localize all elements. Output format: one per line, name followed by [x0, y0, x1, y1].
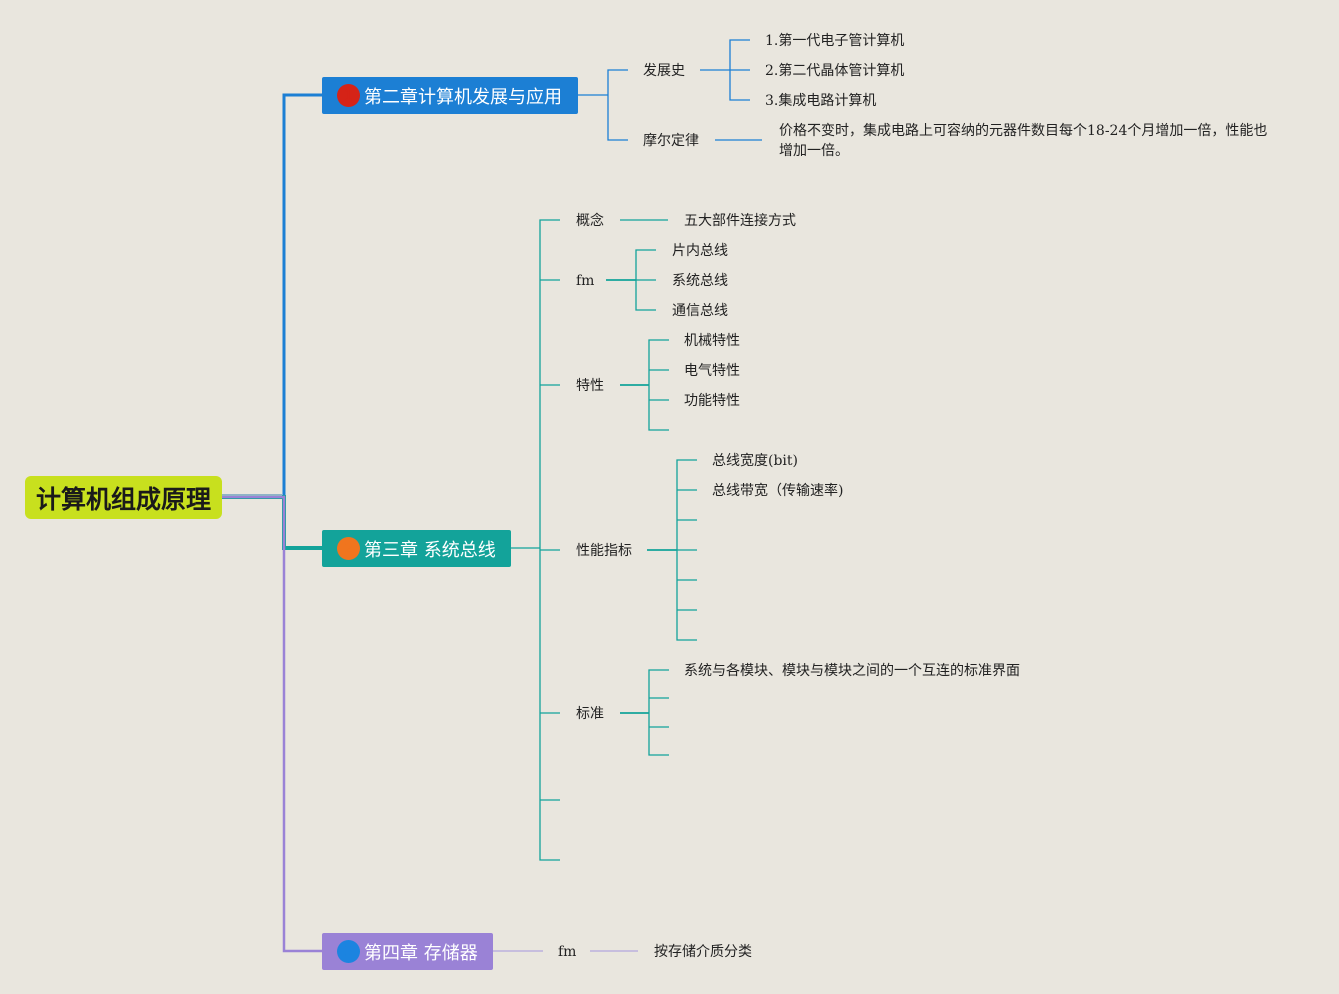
number-badge: 1 [337, 84, 360, 107]
topic-fm[interactable]: fm [576, 273, 595, 289]
leaf-item[interactable]: 系统总线 [672, 273, 728, 289]
number-badge: 3 [337, 940, 360, 963]
leaf-item[interactable]: 总线宽度(bit) [712, 453, 798, 469]
leaf-item[interactable]: 机械特性 [684, 333, 740, 349]
leaf-item[interactable]: 电气特性 [684, 363, 740, 379]
topic-development-history[interactable]: 发展史 [643, 63, 685, 79]
topic-concept[interactable]: 概念 [576, 213, 604, 229]
number-badge: 2 [337, 537, 360, 560]
leaf-item[interactable]: 3.集成电路计算机 [765, 93, 877, 109]
chapter2-connectors [511, 219, 697, 861]
leaf-item[interactable]: 系统与各模块、模块与模块之间的一个互连的标准界面 [684, 663, 1020, 679]
topic-moores-law[interactable]: 摩尔定律 [643, 133, 699, 149]
leaf-item[interactable]: 2.第二代晶体管计算机 [765, 63, 905, 79]
leaf-item[interactable]: 功能特性 [684, 393, 740, 409]
topic-performance-metrics[interactable]: 性能指标 [576, 543, 632, 559]
chapter-node-3[interactable]: 3 第四章 存储器 [322, 933, 493, 970]
leaf-item[interactable]: 总线带宽（传输速率) [712, 483, 844, 499]
leaf-item[interactable]: 通信总线 [672, 303, 728, 319]
chapter-node-2[interactable]: 2 第三章 系统总线 [322, 530, 511, 567]
root-node[interactable]: 计算机组成原理 [25, 476, 222, 519]
chapter-title: 第四章 存储器 [364, 942, 478, 964]
leaf-item[interactable]: 片内总线 [672, 243, 728, 259]
chapter-title: 第二章计算机发展与应用 [364, 86, 562, 108]
leaf-item[interactable]: 价格不变时，集成电路上可容纳的元器件数目每个18-24个月增加一倍，性能也增加一… [779, 123, 1268, 159]
topic-standard[interactable]: 标准 [576, 706, 604, 722]
chapter-node-1[interactable]: 1 第二章计算机发展与应用 [322, 77, 578, 114]
topic-characteristics[interactable]: 特性 [576, 378, 604, 394]
chapter-title: 第三章 系统总线 [364, 539, 496, 561]
leaf-item[interactable]: 1.第一代电子管计算机 [765, 33, 905, 49]
root-connectors [222, 93, 322, 953]
topic-fm[interactable]: fm [558, 944, 577, 960]
leaf-item[interactable]: 按存储介质分类 [654, 944, 752, 960]
leaf-item[interactable]: 五大部件连接方式 [684, 213, 796, 229]
chapter1-connectors [578, 39, 762, 141]
